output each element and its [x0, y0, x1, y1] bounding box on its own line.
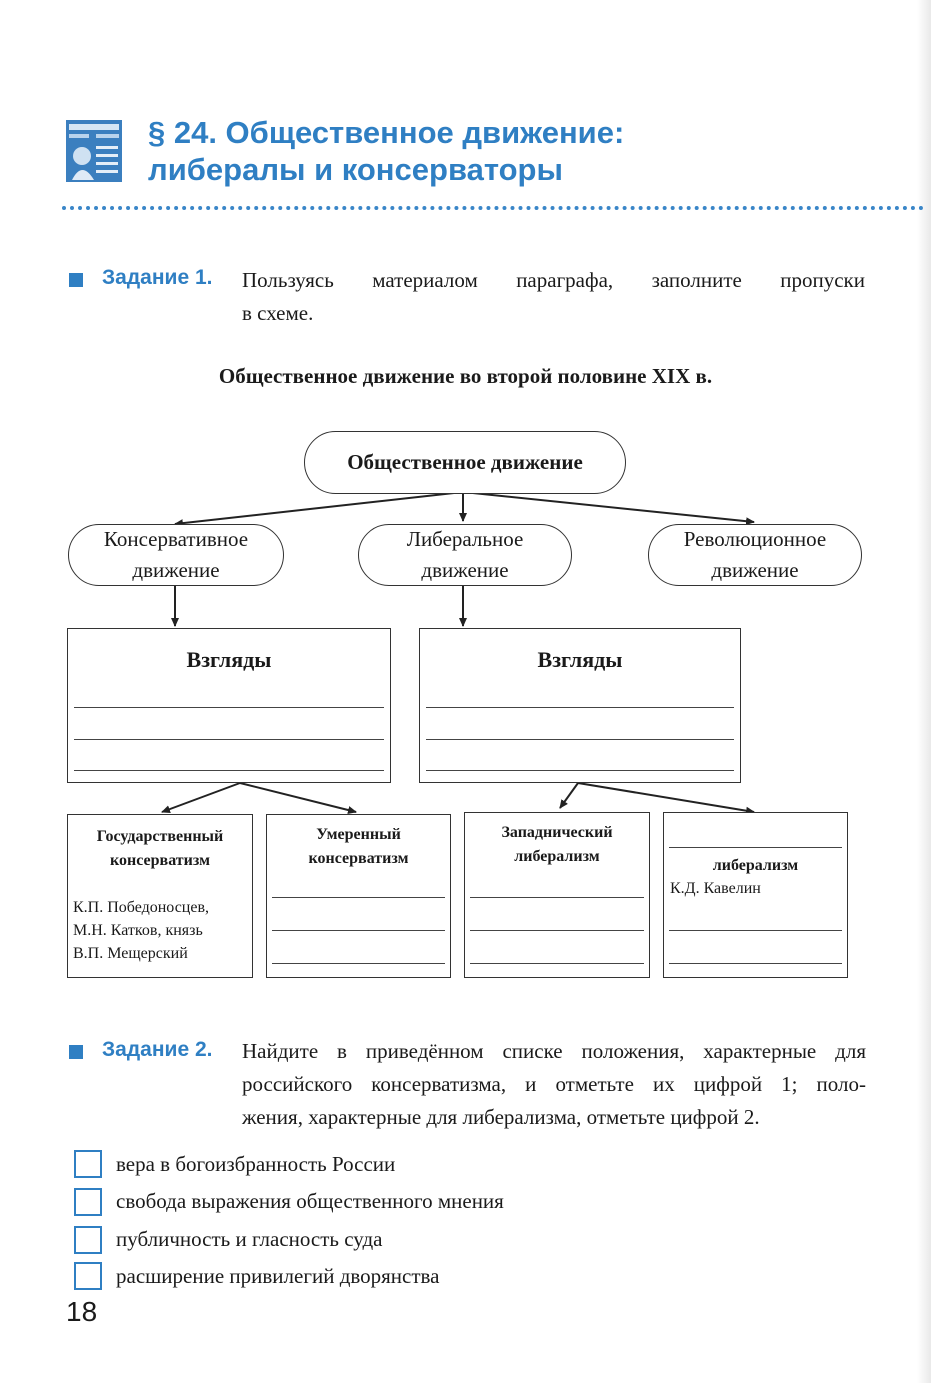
empty-checkbox-icon[interactable] [74, 1226, 102, 1254]
box-moderate-conservatism: Умеренный консерватизм [266, 814, 451, 978]
views-title-conservative: Взгляды [186, 647, 272, 672]
page-edge-shadow [917, 0, 931, 1383]
root-node-label: Общественное движение [347, 450, 583, 474]
branch-liberal: Либеральное движение [358, 524, 572, 586]
views-box-conservative: Взгляды [67, 628, 391, 783]
task2-bullet [69, 1045, 83, 1059]
task2-label: Задание 2. [102, 1038, 213, 1061]
section-heading: § 24. Общественное движение: либералы и … [148, 114, 848, 188]
connector-root-conservative [174, 491, 464, 528]
branch-revolutionary: Революционное движение [648, 524, 862, 586]
branch-liberal-line2: движение [421, 558, 509, 582]
state-conservatism-name-1: К.П. Победоносцев, [73, 899, 210, 916]
liberalism-name: К.Д. Кавелин [670, 880, 761, 897]
state-conservatism-title-line1: Государственный [96, 828, 224, 845]
moderate-conservatism-title-line2: консерватизм [308, 850, 409, 867]
answer-line[interactable] [426, 739, 734, 740]
section-heading-line1: § 24. Общественное движение: [148, 115, 625, 150]
box-western-liberalism: Западнический либерализм [464, 812, 650, 978]
branch-conservative: Консервативное движение [68, 524, 284, 586]
task1-label: Задание 1. [102, 266, 213, 289]
paragraph-illustration-icon [66, 120, 122, 182]
answer-line[interactable] [470, 897, 644, 898]
empty-checkbox-icon[interactable] [74, 1188, 102, 1216]
answer-line[interactable] [74, 770, 384, 771]
answer-line[interactable] [426, 707, 734, 708]
empty-checkbox-icon[interactable] [74, 1150, 102, 1178]
branch-revolutionary-line2: движение [711, 558, 799, 582]
branch-conservative-line2: движение [132, 558, 220, 582]
connector-views-state [161, 782, 241, 813]
task1-text-line1: Пользуясь материалом параграфа, заполнит… [242, 268, 865, 292]
option-2: свобода выражения общественного мнения [116, 1189, 504, 1213]
option-4: расширение привилегий дворянства [116, 1264, 440, 1288]
views-title-liberal: Взгляды [537, 647, 623, 672]
connector-root-revolutionary [462, 491, 755, 526]
option-3: публичность и гласность суда [116, 1227, 383, 1251]
task2-text-line1: Найдите в приведённом списке положения, … [242, 1039, 866, 1063]
answer-line[interactable] [470, 930, 644, 931]
branch-conservative-line1: Консервативное [103, 527, 249, 551]
root-node: Общественное движение [304, 431, 626, 494]
answer-line[interactable] [669, 930, 842, 931]
state-conservatism-name-2: М.Н. Катков, князь [73, 922, 203, 939]
moderate-conservatism-title-line1: Умеренный [316, 826, 401, 843]
answer-line[interactable] [272, 963, 445, 964]
state-conservatism-title-line2: консерватизм [110, 852, 210, 869]
task1-bullet [69, 273, 83, 287]
task2-text-line3: жения, характерные для либерализма, отме… [242, 1105, 760, 1129]
connector-views-western [559, 782, 579, 809]
connector-views-liberalism [577, 782, 755, 815]
connector-views-moderate [239, 782, 357, 814]
liberalism-title: либерализм [712, 857, 799, 874]
state-conservatism-name-3: В.П. Мещерский [73, 945, 188, 962]
answer-line[interactable] [272, 930, 445, 931]
task1-text-line2: в схеме. [242, 301, 314, 325]
western-liberalism-title-line2: либерализм [514, 848, 600, 865]
branch-liberal-line1: Либеральное [406, 527, 524, 551]
answer-line[interactable] [74, 739, 384, 740]
box-liberalism: либерализм К.Д. Кавелин [663, 812, 848, 978]
answer-line[interactable] [272, 897, 445, 898]
answer-line[interactable] [669, 963, 842, 964]
page-number: 18 [66, 1296, 98, 1327]
dotted-divider [62, 206, 924, 210]
scheme-title: Общественное движение во второй половине… [218, 364, 713, 388]
section-heading-line2: либералы и консерваторы [148, 152, 563, 187]
branch-revolutionary-line1: Революционное [683, 527, 827, 551]
western-liberalism-title-line1: Западнический [501, 824, 613, 841]
box-state-conservatism: Государственный консерватизм К.П. Победо… [67, 814, 253, 978]
answer-line[interactable] [74, 707, 384, 708]
task2-text-line2: российского консерватизма, и отметьте их… [242, 1072, 866, 1096]
answer-line[interactable] [470, 963, 644, 964]
views-box-liberal: Взгляды [419, 628, 741, 783]
empty-checkbox-icon[interactable] [74, 1262, 102, 1290]
answer-line[interactable] [426, 770, 734, 771]
option-1: вера в богоизбранность России [116, 1152, 396, 1176]
answer-line[interactable] [669, 847, 842, 848]
